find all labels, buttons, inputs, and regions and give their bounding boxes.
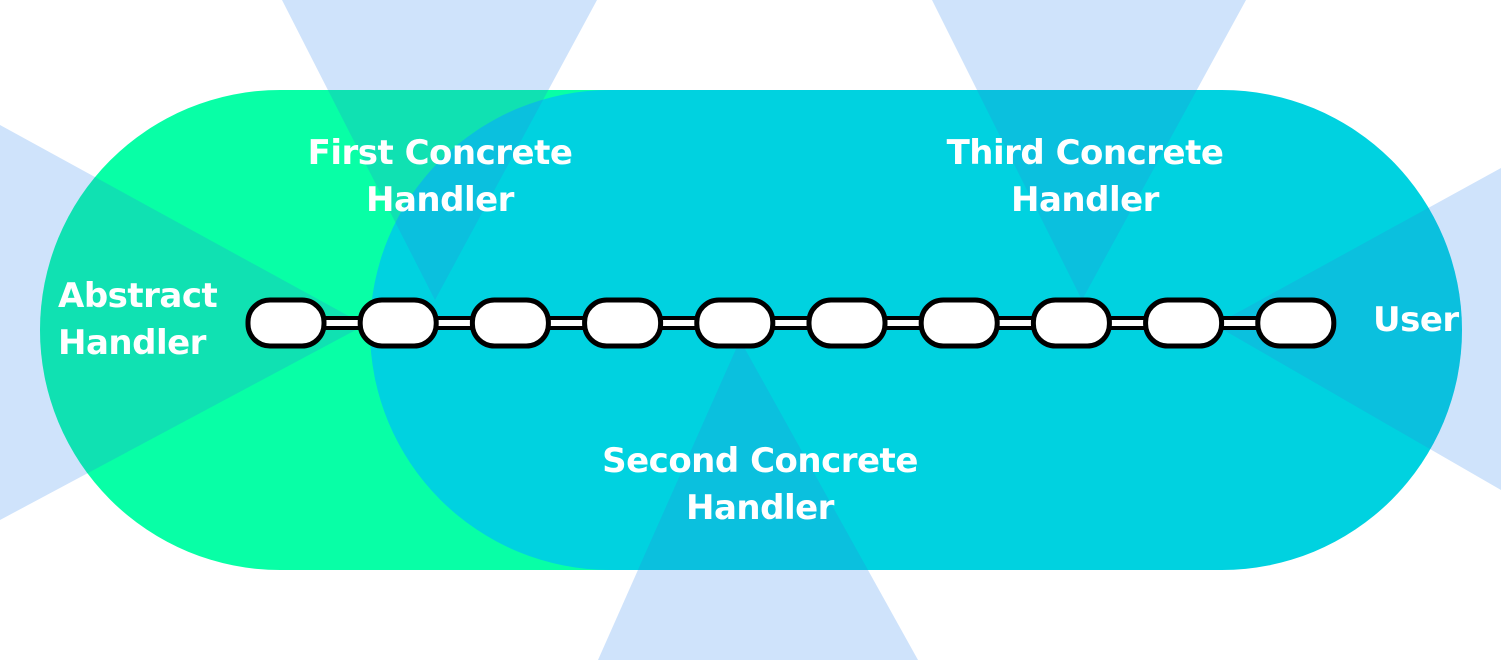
chain-link [806, 297, 888, 349]
inner-ray-left [40, 125, 365, 520]
label-third-concrete-handler-line-1: Third Concrete [946, 133, 1224, 173]
label-abstract-handler-line-1: Abstract [58, 276, 218, 316]
label-user: User [1373, 297, 1459, 344]
label-second-concrete-handler: Second Concrete Handler [585, 438, 935, 532]
label-first-concrete-handler: First Concrete Handler [290, 130, 590, 224]
chain-link [1255, 297, 1337, 349]
inner-ray-top-right [932, 90, 1246, 300]
label-abstract-handler-line-2: Handler [58, 323, 206, 363]
chain-link [582, 297, 664, 349]
label-third-concrete-handler: Third Concrete Handler [930, 130, 1240, 224]
inner-ray-top-left [282, 90, 597, 300]
chain-link [918, 297, 1000, 349]
chain-link [469, 297, 551, 349]
label-second-concrete-handler-line-2: Handler [686, 488, 834, 528]
label-second-concrete-handler-line-1: Second Concrete [602, 441, 918, 481]
chain [245, 297, 1337, 349]
label-abstract-handler: Abstract Handler [58, 273, 218, 367]
chain-link [245, 297, 327, 349]
chain-link [1143, 297, 1225, 349]
label-first-concrete-handler-line-2: Handler [366, 180, 514, 220]
chain-link [1030, 297, 1112, 349]
chain-link [357, 297, 439, 349]
label-first-concrete-handler-line-1: First Concrete [307, 133, 573, 173]
chain-link [694, 297, 776, 349]
inner-ray-bottom [598, 340, 918, 570]
inner-ray-right [1215, 168, 1462, 490]
label-third-concrete-handler-line-2: Handler [1011, 180, 1159, 220]
label-user-text: User [1373, 300, 1459, 340]
